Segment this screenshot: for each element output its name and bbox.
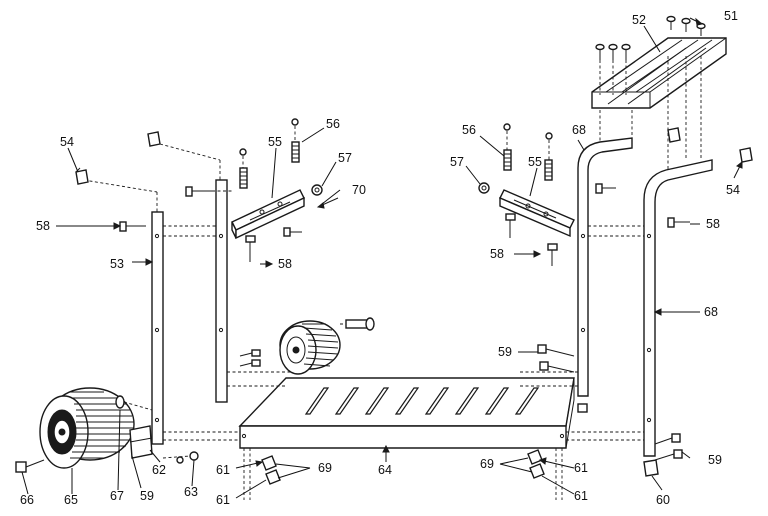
callout-53: 53 bbox=[110, 257, 124, 271]
callout-55-right: 55 bbox=[528, 155, 542, 169]
callout-65: 65 bbox=[64, 493, 78, 507]
bracket-left-part-55 bbox=[231, 189, 305, 240]
callout-58-left-lower: 58 bbox=[278, 257, 292, 271]
callout-61-right-upper: 61 bbox=[574, 461, 588, 475]
left-front-leg bbox=[159, 143, 228, 403]
wheel-part-65 bbox=[39, 387, 135, 469]
callout-61-right-lower: 61 bbox=[574, 489, 588, 503]
callout-57-left: 57 bbox=[338, 151, 352, 165]
top-shelf-part-52 bbox=[591, 15, 727, 180]
callout-56-left: 56 bbox=[326, 117, 340, 131]
foot-cap-part-60 bbox=[643, 459, 659, 477]
axle-plate bbox=[129, 425, 153, 459]
spring-icon bbox=[239, 118, 300, 189]
shelf-slots bbox=[304, 387, 540, 415]
clip-nut-icon bbox=[243, 448, 563, 500]
bolt-icon bbox=[505, 183, 690, 266]
callout-69-right: 69 bbox=[480, 457, 494, 471]
nut-icon bbox=[162, 451, 199, 464]
axle-bolt-part-66 bbox=[15, 459, 45, 473]
callout-70: 70 bbox=[352, 183, 366, 197]
callout-56-right: 56 bbox=[462, 123, 476, 137]
bolt-icon bbox=[119, 186, 302, 262]
nut-icon bbox=[311, 184, 323, 196]
callout-59-left: 59 bbox=[140, 489, 154, 503]
callout-labels: 51 52 53 54 54 55 55 56 56 57 57 58 58 5… bbox=[20, 9, 740, 507]
bolt-icon bbox=[239, 349, 261, 367]
callout-60: 60 bbox=[656, 493, 670, 507]
spring-icon bbox=[503, 123, 553, 181]
callout-58-right: 58 bbox=[706, 217, 720, 231]
callout-58-right-lower: 58 bbox=[490, 247, 504, 261]
callout-69-left: 69 bbox=[318, 461, 332, 475]
callout-68-upper: 68 bbox=[572, 123, 586, 137]
callout-68-lower: 68 bbox=[704, 305, 718, 319]
callout-62: 62 bbox=[152, 463, 166, 477]
callout-59-right-upper: 59 bbox=[498, 345, 512, 359]
callout-64: 64 bbox=[378, 463, 392, 477]
callout-67: 67 bbox=[110, 489, 124, 503]
leader-arrowheads bbox=[113, 17, 743, 467]
callout-52: 52 bbox=[632, 13, 646, 27]
callout-61-left-upper: 61 bbox=[216, 463, 230, 477]
callout-59-right-lower: 59 bbox=[708, 453, 722, 467]
callout-54-right: 54 bbox=[726, 183, 740, 197]
bolt-icon bbox=[316, 197, 339, 209]
callout-51: 51 bbox=[724, 9, 738, 23]
callout-58-left: 58 bbox=[36, 219, 50, 233]
callout-54-left: 54 bbox=[60, 135, 74, 149]
bolt-icon bbox=[537, 344, 683, 461]
leg-cap-left-part-54 bbox=[75, 167, 89, 185]
bottom-shelf-part-64 bbox=[163, 371, 644, 449]
callout-57-right: 57 bbox=[450, 155, 464, 169]
wheel-upper bbox=[279, 317, 375, 375]
callout-63: 63 bbox=[184, 485, 198, 499]
left-rear-leg-part-53 bbox=[83, 179, 164, 445]
callout-66: 66 bbox=[20, 493, 34, 507]
nut-icon bbox=[478, 182, 490, 194]
right-front-leg-part-68 bbox=[643, 159, 713, 457]
callout-61-left-lower: 61 bbox=[216, 493, 230, 507]
leg-cap-icon bbox=[147, 131, 161, 147]
right-rear-leg-part-68 bbox=[577, 137, 633, 413]
leg-cap-right-part-54 bbox=[667, 127, 753, 163]
callout-55-left: 55 bbox=[268, 135, 282, 149]
washer-part-67 bbox=[115, 395, 153, 411]
bracket-right-part-55 bbox=[499, 189, 575, 238]
